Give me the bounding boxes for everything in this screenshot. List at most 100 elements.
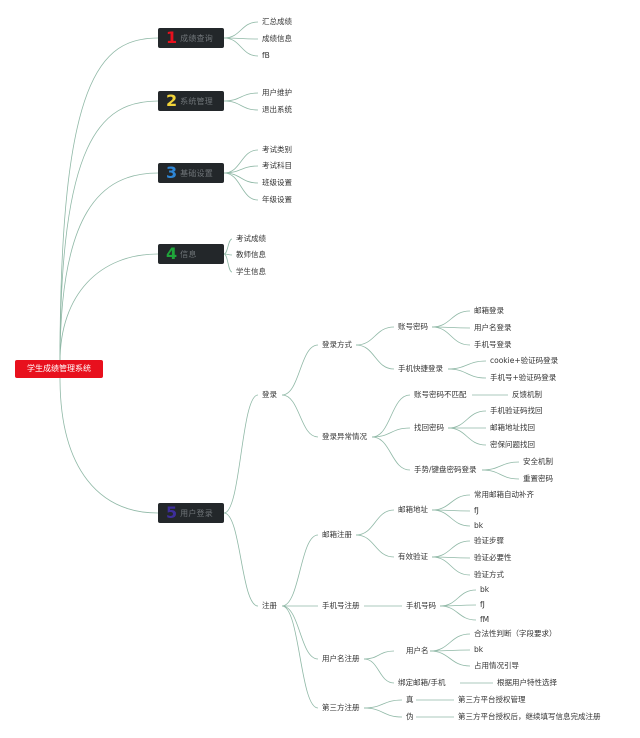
gesture-login-node[interactable]: 手势/键盘密码登录 [414, 465, 477, 474]
leaf-node[interactable]: 反馈机制 [512, 390, 542, 399]
hub-user-login[interactable]: 5 用户登录 [158, 503, 224, 523]
hub-info[interactable]: 4 信息 [158, 244, 224, 264]
connector [431, 540, 471, 558]
leaf-node[interactable]: 用户维护 [262, 88, 292, 97]
leaf-node[interactable]: fB [262, 51, 270, 60]
connector [447, 368, 487, 379]
connector [223, 172, 259, 201]
connector [223, 512, 259, 607]
connector [481, 469, 520, 480]
hub-label: 信息 [180, 249, 197, 259]
connector [281, 344, 319, 396]
account-password-node[interactable]: 账号密码 [398, 322, 428, 331]
phone-number-node[interactable]: 手机号码 [406, 601, 436, 610]
leaf-node[interactable]: bk [474, 521, 484, 530]
connector [281, 394, 319, 438]
leaf-node[interactable]: 邮箱登录 [474, 306, 504, 315]
leaf-node[interactable]: bk [480, 585, 490, 594]
mismatch-node[interactable]: 账号密码不匹配 [414, 390, 467, 399]
leaf-node[interactable]: 考试类别 [262, 145, 292, 154]
username-node[interactable]: 用户名 [406, 646, 429, 655]
leaf-node[interactable]: 教师信息 [236, 250, 266, 259]
leaf-node[interactable]: fJ [474, 506, 479, 515]
leaf-node[interactable]: 汇总成绩 [262, 17, 292, 26]
connector [223, 253, 233, 273]
hub-number: 3 [166, 163, 178, 182]
real-third-party-node[interactable]: 真 [406, 695, 414, 704]
hub-system-admin[interactable]: 2 系统管理 [158, 91, 224, 111]
connector [431, 509, 471, 527]
leaf-node[interactable]: 成绩信息 [262, 34, 292, 43]
leaf-node[interactable]: 手机号+验证码登录 [490, 373, 557, 382]
connector [223, 149, 259, 174]
quick-login-node[interactable]: 手机快捷登录 [398, 364, 443, 373]
leaf-node[interactable]: 学生信息 [236, 267, 266, 276]
bind-email-phone-node[interactable]: 绑定邮箱/手机 [398, 678, 446, 687]
connector [447, 427, 487, 446]
leaf-node[interactable]: fM [480, 615, 490, 624]
leaf-node[interactable]: fJ [480, 600, 485, 609]
connector [223, 21, 259, 39]
leaf-node[interactable]: 验证必要性 [474, 553, 512, 562]
login-method-node[interactable]: 登录方式 [322, 340, 352, 349]
connector [431, 310, 471, 328]
connector [223, 165, 259, 174]
register-node[interactable]: 注册 [262, 601, 277, 610]
leaf-node[interactable]: 年级设置 [262, 195, 292, 204]
connector [431, 556, 471, 576]
leaf-node[interactable]: 班级设置 [262, 178, 292, 187]
leaf-node[interactable]: bk [474, 645, 484, 654]
hub-number: 2 [166, 91, 178, 110]
leaf-node[interactable]: 常用邮箱自动补齐 [474, 490, 534, 499]
hub-label: 成绩查询 [180, 33, 213, 43]
connector [363, 699, 403, 709]
email-address-node[interactable]: 邮箱地址 [398, 505, 428, 514]
recover-password-node[interactable]: 找回密码 [414, 423, 444, 432]
username-register-node[interactable]: 用户名注册 [322, 654, 360, 663]
leaf-node[interactable]: 根据用户特性选择 [497, 678, 557, 687]
leaf-node[interactable]: 占用情况引导 [474, 661, 519, 670]
leaf-node[interactable]: 邮箱地址找回 [490, 423, 535, 432]
leaf-node[interactable]: 第三方平台授权管理 [458, 695, 526, 704]
root-connector [59, 377, 159, 514]
leaf-node[interactable]: 用户名登录 [474, 323, 512, 332]
valid-verify-node[interactable]: 有效验证 [398, 552, 428, 561]
hub-label: 用户登录 [180, 508, 213, 518]
leaf-node[interactable]: 验证步骤 [474, 536, 504, 545]
connector [363, 658, 395, 684]
leaf-node[interactable]: 密保问题找回 [490, 440, 535, 449]
connector [355, 326, 395, 346]
login-abnormal-node[interactable]: 登录异常情况 [322, 432, 367, 441]
root-connector [59, 100, 159, 363]
connector [431, 326, 471, 346]
connector [355, 344, 395, 370]
third-party-register-node[interactable]: 第三方注册 [322, 703, 360, 712]
email-register-node[interactable]: 邮箱注册 [322, 530, 352, 539]
connector [223, 394, 259, 514]
connector [429, 633, 471, 652]
connector [431, 494, 471, 511]
leaf-node[interactable]: 考试成绩 [236, 234, 266, 243]
leaf-node[interactable]: 合法性判断（字段要求） [474, 629, 557, 638]
login-node[interactable]: 登录 [262, 390, 277, 399]
hub-number: 5 [166, 503, 178, 522]
connector [223, 238, 233, 255]
leaf-node[interactable]: 第三方平台授权后，继续填写信息完成注册 [458, 712, 601, 721]
leaf-node[interactable]: cookie+验证码登录 [490, 356, 559, 365]
leaf-node[interactable]: 退出系统 [262, 105, 292, 114]
leaf-node[interactable]: 手机验证码找回 [490, 406, 543, 415]
root-node[interactable]: 学生成绩管理系统 [15, 360, 103, 378]
hub-basic-settings[interactable]: 3 基础设置 [158, 163, 224, 183]
leaf-node[interactable]: 安全机制 [523, 457, 553, 466]
leaf-node[interactable]: 验证方式 [474, 570, 504, 579]
connector [429, 650, 471, 667]
leaf-node[interactable]: 考试科目 [262, 161, 292, 170]
phone-register-node[interactable]: 手机号注册 [322, 601, 360, 610]
pseudo-third-party-node[interactable]: 伪 [406, 712, 414, 721]
hub-score-query[interactable]: 1 成绩查询 [158, 28, 224, 48]
leaf-node[interactable]: 手机号登录 [474, 340, 512, 349]
connector [481, 461, 520, 471]
leaf-node[interactable]: 重置密码 [523, 474, 553, 483]
